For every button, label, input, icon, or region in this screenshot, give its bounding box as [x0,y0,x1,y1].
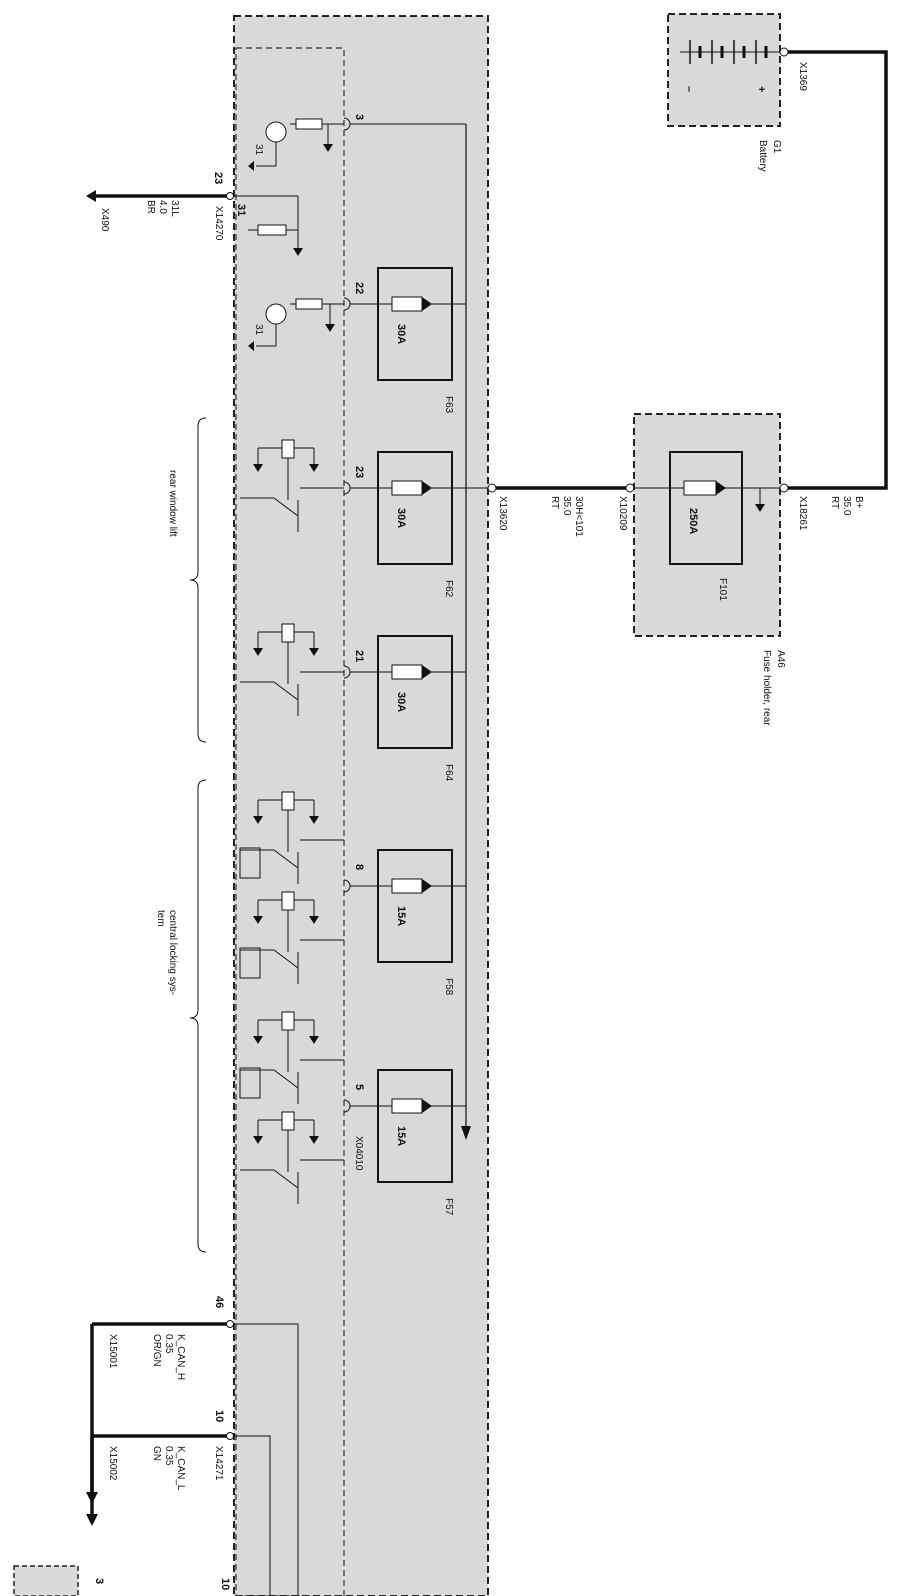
contact-box [239,847,261,879]
relay-group: 31 [239,298,344,1204]
fuse-pin: 8 [353,864,365,870]
ground-color-label: BR [145,200,156,214]
fuse-rating: 30A [395,324,407,344]
mid-signal-label: 30H<101 [573,496,584,537]
group-label-central-locking-2: tem [155,910,166,927]
transistor-f63: 31 [248,298,344,351]
fuse-rating: 30A [395,692,407,712]
ground-size-label: 4.0 [157,200,168,214]
battery-feed: B+ 35.0 RT [788,50,888,516]
ground-target-label: X490 [99,208,110,232]
in-signal-label: B+ [853,496,864,509]
relay-locking-4 [240,1111,344,1204]
contact-box [239,947,261,979]
top-pin-circuit: 3 31 [248,114,466,171]
relay-rear-window-2 [240,623,344,716]
can-l-signal: K_CAN_L [175,1446,186,1491]
fuse-name: F63 [443,396,454,414]
main-feed: X13620 30H<101 35.0 RT [466,483,635,537]
can-h-signal: K_CAN_H [175,1334,186,1380]
battery-plus: + [755,86,767,92]
fuse-rating: 15A [395,906,407,926]
in-size-label: 35.0 [841,496,852,516]
fuse-name: F57 [443,1198,454,1216]
in-color-label: RT [829,496,840,509]
group-brace-rear-window: rear window lift [167,417,207,743]
group-label-rear-window: rear window lift [167,470,178,537]
fuse-f64: 30A F64 21 [343,635,466,782]
fuse-f58: 15A F58 8 [343,849,466,996]
fuse-pin: 22 [353,282,365,294]
can-h-target: X15001 [107,1334,118,1369]
fuse-group: 30A F63 22 30A F62 23 30A F64 21 15A F58 8 15A F57 5 [343,267,466,1216]
can-l-pin: 10 [213,1410,225,1422]
relay-rear-window-1 [240,439,344,532]
can-l-size: 0.35 [163,1446,174,1466]
fuse-holder-out-connector: X10209 [617,496,628,531]
x04010-label: X04010 [353,1136,364,1171]
mid-color-label: RT [549,496,560,509]
fuse-holder-rating: 250A [687,508,699,534]
can-h-color: OR/GN [151,1334,162,1367]
fuse-holder-name: A46 [775,650,786,668]
can-l-wire: 10 X14271 K_CAN_L 0.35 GN X15002 [86,1410,271,1596]
fuse-f62: 30A F62 23 [343,451,466,598]
battery-connector: X1369 [797,62,808,91]
fuse-f63: 30A F63 22 [343,267,466,414]
fuse-holder-a46: 250A F101 A46 Fuse holder, rear X10209 X… [617,413,808,726]
fuse-name: F64 [443,764,454,782]
fuse-f57: 15A F57 5 [343,1069,466,1216]
ground-wire-circuit: 23 31 X14270 31L 4.0 BR X490 [86,172,303,256]
fuse-rating: 30A [395,508,407,528]
relay-locking-1 [240,791,344,884]
fuse-rating: 15A [395,1126,407,1146]
legend-label-b: 3 [93,1578,105,1584]
relay-locking-2 [240,891,344,984]
fuse-pin: 23 [353,466,365,478]
ground-signal-label: 31L [169,200,180,217]
legend: 3 10 [13,1565,231,1596]
battery-minus: – [683,86,695,92]
fuse-name: F62 [443,580,454,598]
control-unit-box [233,15,489,1596]
ground-31-label-b: 31 [253,324,264,336]
can-h-size: 0.35 [163,1334,174,1354]
relay-locking-3 [240,1011,344,1104]
ground-pin-label: 23 [212,172,224,184]
battery-name: G1 [771,140,782,154]
inner-bus-box [235,47,345,1596]
fuse-pin: 21 [353,650,365,662]
fuse-holder-in-connector: X18261 [797,496,808,531]
main-connector-label: X13620 [497,496,508,531]
ground-31-label-a: 31 [253,144,264,156]
fuse-holder-fuse-name: F101 [717,578,728,601]
can-h-pin: 46 [213,1296,225,1308]
battery-desc: Battery [757,140,768,172]
fuse-name: F58 [443,978,454,996]
mid-size-label: 35.0 [561,496,572,516]
fuse-holder-desc: Fuse holder, rear [761,650,772,726]
can-l-connector: X14271 [213,1446,224,1481]
contact-box [239,1067,261,1099]
can-l-color: GN [151,1446,162,1461]
fuse-pin: 5 [353,1084,365,1090]
ground-connector-label: X14270 [213,206,224,241]
legend-label-a: 10 [219,1578,231,1590]
group-label-central-locking-1: central locking sys- [167,910,178,995]
group-brace-central-locking: central locking sys- tem [155,779,207,1253]
ground-inner-pin-label: 31 [235,204,247,216]
can-l-target: X15002 [107,1446,118,1481]
top-pin-label: 3 [353,114,365,120]
battery-g1: – + X1369 G1 Battery [667,13,808,172]
